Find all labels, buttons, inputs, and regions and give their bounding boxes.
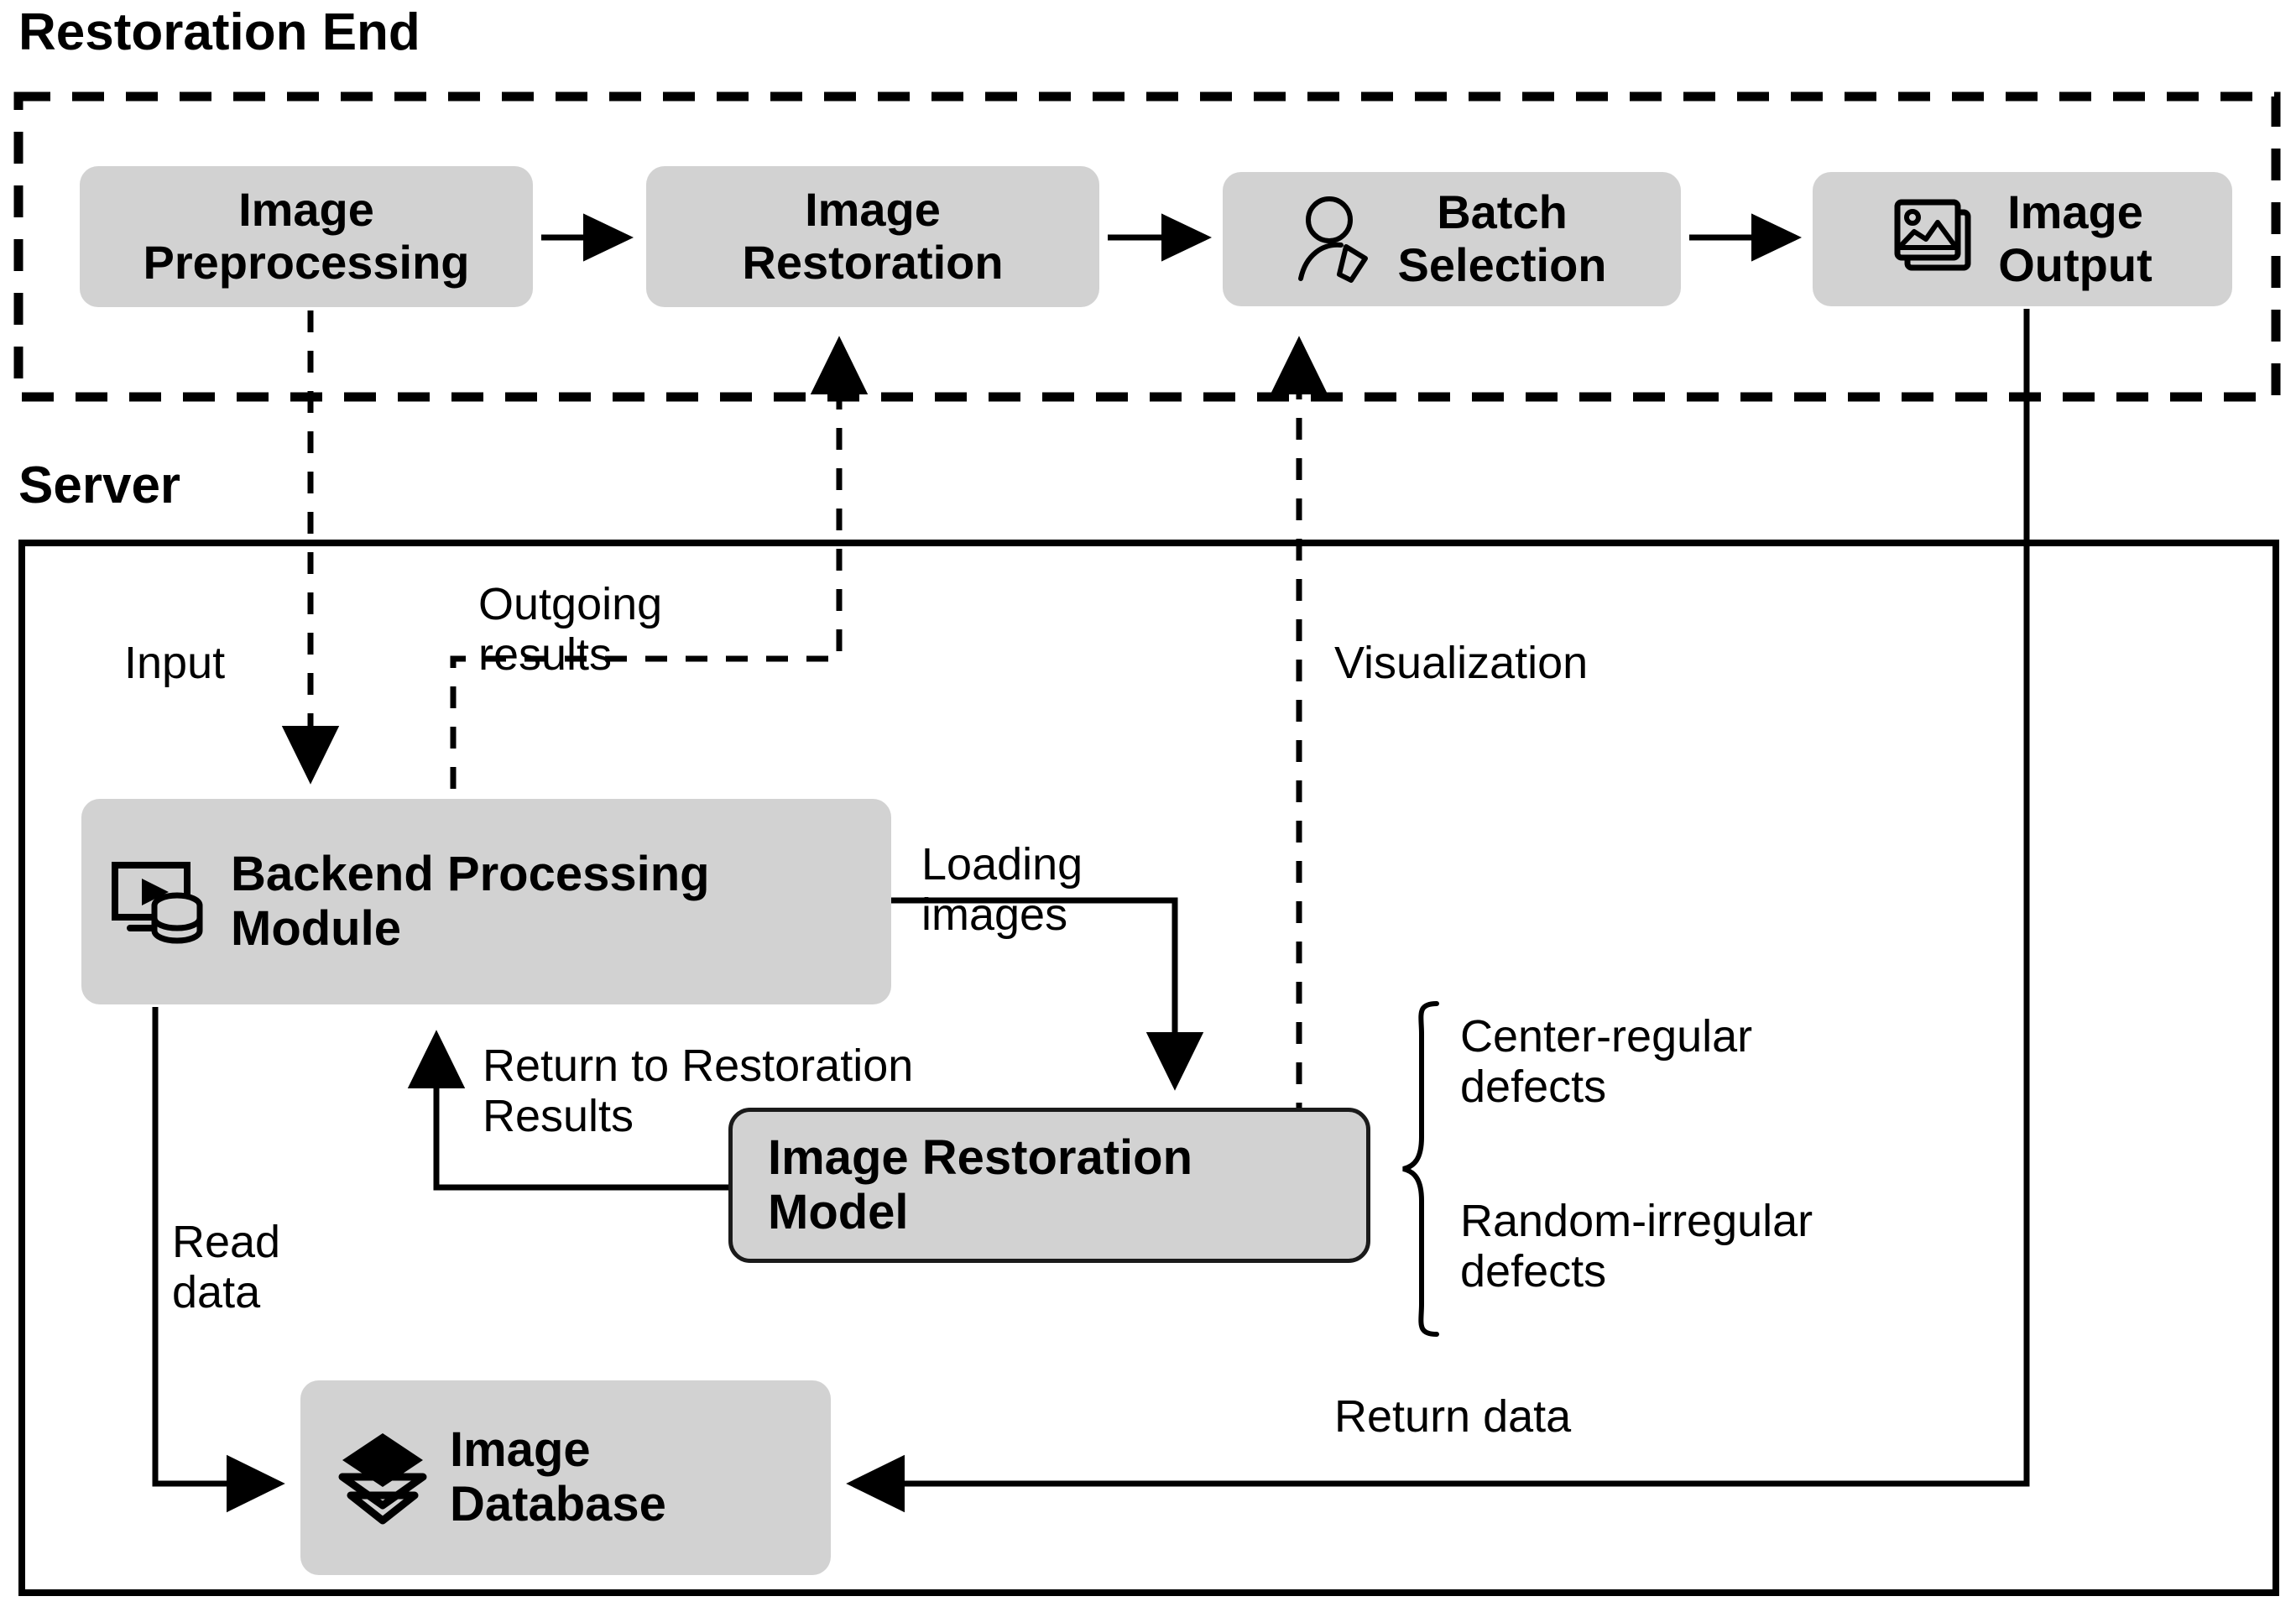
node-label: Batch Selection: [1397, 185, 1607, 291]
edge-label-return-data: Return data: [1334, 1391, 1572, 1442]
section-title-restoration-end: Restoration End: [18, 3, 420, 61]
edge-label-read-data: Read data: [172, 1217, 281, 1318]
node-batch-selection[interactable]: Batch Selection: [1223, 172, 1681, 306]
brace-item-center-regular-defects: Center-regular defects: [1460, 1011, 1753, 1113]
arrow-return-data: [846, 309, 2030, 1513]
node-label: Image Restoration: [742, 183, 1004, 289]
node-label: Image Database: [450, 1422, 666, 1531]
section-title-server: Server: [18, 456, 181, 514]
restoration-end-frame: [13, 91, 2281, 402]
brace-item-random-irregular-defects: Random-irregular defects: [1460, 1196, 1813, 1297]
node-image-output[interactable]: Image Output: [1813, 172, 2232, 306]
arrow-read-data: [152, 1007, 285, 1513]
image-stack-icon: [1892, 196, 1980, 283]
edge-label-outgoing-results: Outgoing results: [478, 579, 663, 681]
node-label: Image Restoration Model: [768, 1129, 1192, 1239]
arrow-return-to-restoration-results: [407, 1030, 728, 1191]
monitor-database-icon: [108, 855, 209, 949]
node-label: Image Output: [1998, 185, 2152, 291]
server-frame: [18, 540, 2279, 1596]
user-edit-icon: [1297, 193, 1378, 285]
edge-label-input: Input: [124, 638, 226, 688]
dashed-outgoing-results-path: [450, 336, 869, 789]
layers-icon: [337, 1428, 428, 1527]
node-image-restoration[interactable]: Image Restoration: [646, 166, 1099, 307]
defect-types-brace: [1402, 1001, 1439, 1337]
node-image-preprocessing[interactable]: Image Preprocessing: [80, 166, 533, 307]
node-label: Backend Processing Module: [231, 846, 710, 956]
node-label: Image Preprocessing: [143, 183, 470, 289]
edge-label-return-to-restoration-results: Return to Restoration Results: [483, 1041, 914, 1142]
arrow-loading-images: [891, 897, 1204, 1091]
node-image-database[interactable]: Image Database: [300, 1380, 831, 1575]
node-image-restoration-model[interactable]: Image Restoration Model: [728, 1108, 1370, 1263]
edge-label-visualization: Visualization: [1334, 638, 1589, 688]
edge-label-loading-images: Loading images: [921, 839, 1083, 941]
node-backend-processing-module[interactable]: Backend Processing Module: [81, 799, 891, 1004]
